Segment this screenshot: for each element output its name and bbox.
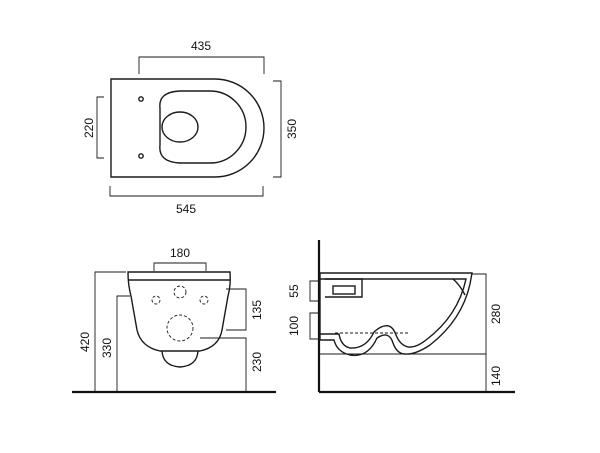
side-right-bottom-dimension-label: 140: [489, 366, 503, 386]
front-left-outer-dimension-label: 420: [78, 332, 92, 352]
front-left-outer-dimension-line: [94, 271, 126, 392]
front-bowl-outline: [127, 271, 231, 352]
front-hidden-hole-right: [199, 295, 209, 305]
fixing-hole-bottom: [138, 153, 144, 159]
side-upper-dimension-label: 55: [287, 284, 301, 298]
length-dimension-line: [109, 186, 264, 197]
front-top-dimension-line: [153, 262, 207, 271]
front-top-dimension-label: 180: [170, 246, 190, 260]
side-inlet: [325, 278, 363, 298]
side-lower-dimension-line: [309, 312, 320, 340]
front-left-inner-dimension-line: [116, 295, 130, 392]
front-hidden-outlet: [166, 314, 194, 342]
side-upper-dimension-line: [309, 280, 320, 302]
side-bowl-inner: [320, 278, 467, 349]
front-hidden-hole-left: [151, 295, 161, 305]
front-left-inner-dimension-label: 330: [100, 338, 114, 358]
top-view: 435 220 350 545: [82, 39, 299, 216]
height-dimension-label: 350: [285, 119, 299, 139]
front-right-top-dimension-label: 135: [250, 300, 264, 320]
side-rim-lip: [452, 278, 466, 296]
side-inlet-connector: [332, 285, 356, 295]
height-dimension-line: [273, 80, 282, 178]
side-lower-dimension-label: 100: [287, 316, 301, 336]
bowl-drain: [161, 111, 199, 143]
width-dimension-line: [138, 56, 265, 74]
front-right-bottom-dimension-label: 230: [250, 352, 264, 372]
front-right-bottom-dimension-line: [200, 337, 247, 392]
width-dimension-label: 435: [191, 39, 211, 53]
bowl-top-outline: [110, 78, 265, 178]
fixing-hole-top: [138, 96, 144, 102]
side-view: 55 100 280 140: [287, 240, 515, 394]
side-bowl-outline: [319, 272, 473, 357]
seat-dimension-line: [96, 96, 104, 159]
front-right-top-dimension-line: [226, 288, 247, 331]
length-dimension-label: 545: [176, 202, 196, 216]
front-view: 180 420 330 135 230: [72, 246, 276, 394]
front-hidden-inlet: [173, 285, 187, 299]
side-right-top-dimension-label: 280: [489, 304, 503, 324]
seat-dimension-label: 220: [82, 118, 96, 138]
bowl-inner-rim: [159, 90, 247, 164]
side-right-top-dimension-line: [472, 273, 487, 354]
front-outlet: [161, 350, 199, 368]
side-right-bottom-dimension-line: [320, 353, 487, 392]
